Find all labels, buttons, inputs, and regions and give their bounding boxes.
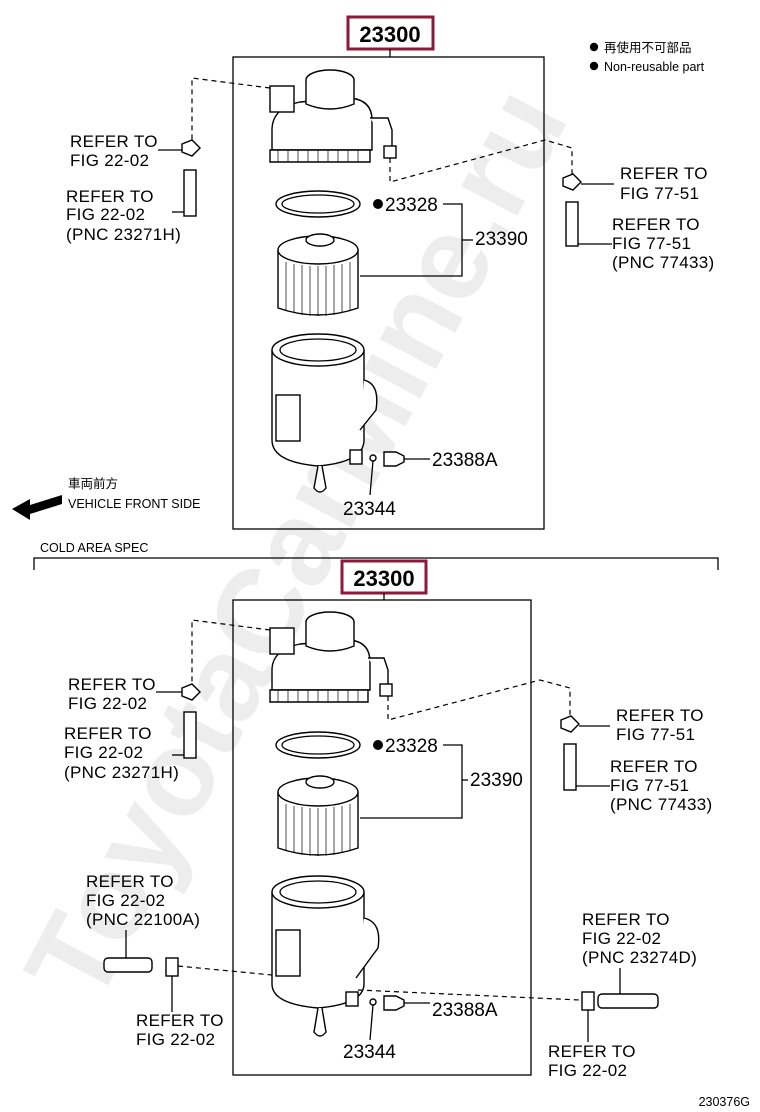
- ref-left-1-line1: REFER TO: [70, 132, 158, 151]
- ref-right-1-line2: FIG 77-51: [616, 725, 695, 744]
- part-23344: 23344: [343, 499, 396, 520]
- non-reusable-bullet-icon: [373, 199, 383, 209]
- gasket-23344: [369, 998, 377, 1006]
- ref-right-1-line1: REFER TO: [616, 706, 704, 725]
- assembly-frame: [232, 56, 545, 530]
- filter-bowl: [271, 333, 378, 493]
- part-23328: 23328: [385, 195, 438, 216]
- ref-left-3-line1: REFER TO: [86, 872, 174, 891]
- ref-right-2-line2: FIG 77-51: [610, 776, 689, 795]
- vehicle-front-en: VEHICLE FRONT SIDE: [68, 497, 200, 511]
- ref-right-2-line1: REFER TO: [612, 215, 700, 234]
- assembly-number: 23300: [359, 22, 420, 47]
- filter-bowl: [271, 875, 380, 1037]
- filter-element-23390: [277, 775, 359, 856]
- ref-left-2-line1: REFER TO: [66, 187, 154, 206]
- top-diagram: 23300: [66, 15, 715, 530]
- part-23344: 23344: [343, 1042, 396, 1063]
- non-reusable-bullet-icon: [373, 740, 383, 750]
- o-ring-23328: [275, 731, 361, 759]
- legend-en: Non-reusable part: [604, 60, 705, 74]
- part-23388a: 23388A: [432, 450, 498, 471]
- hose-left: [183, 169, 197, 217]
- image-code: 230376G: [699, 1095, 750, 1109]
- gasket-23344: [369, 454, 377, 462]
- hose-clamp-right: [562, 173, 582, 191]
- ref-left-1-line2: FIG 22-02: [70, 151, 149, 170]
- ref-left-2-line3: (PNC 23271H): [64, 763, 179, 782]
- part-23388a: 23388A: [432, 1000, 498, 1021]
- heater-hose-left: [103, 957, 153, 973]
- ref-right-3-line2: FIG 22-02: [582, 929, 661, 948]
- non-reusable-bullet-icon: [589, 42, 599, 52]
- vehicle-front-indicator: 車両前方 VEHICLE FRONT SIDE: [12, 476, 200, 520]
- ref-left-2-line1: REFER TO: [64, 724, 152, 743]
- assembly-number-box: [340, 559, 428, 595]
- ref-right-2-line3: (PNC 77433): [610, 795, 713, 814]
- part-23390: 23390: [470, 770, 523, 791]
- ref-left-2-line3: (PNC 23271H): [66, 225, 181, 244]
- ref-left-4-line1: REFER TO: [136, 1011, 224, 1030]
- ref-right-1-line1: REFER TO: [620, 164, 708, 183]
- o-ring-23328: [275, 190, 361, 218]
- ref-left-2-line2: FIG 22-02: [66, 205, 145, 224]
- ref-right-1-line2: FIG 77-51: [620, 184, 699, 203]
- hose-right: [565, 201, 579, 247]
- hose-clamp-left: [181, 139, 201, 157]
- part-23328: 23328: [385, 736, 438, 757]
- ref-right-2-line2: FIG 77-51: [612, 234, 691, 253]
- front-arrow-icon: [12, 495, 62, 520]
- ref-right-2-line1: REFER TO: [610, 757, 698, 776]
- ref-right-4-line2: FIG 22-02: [548, 1061, 627, 1080]
- ref-left-1-line2: FIG 22-02: [68, 694, 147, 713]
- ref-left-2-line2: FIG 22-02: [64, 743, 143, 762]
- ref-left-1-line1: REFER TO: [68, 675, 156, 694]
- ref-left-3-line2: FIG 22-02: [86, 891, 165, 910]
- clamp-lower-right: [581, 991, 595, 1011]
- assembly-number: 23300: [353, 566, 414, 591]
- filter-element-23390: [277, 233, 359, 316]
- vehicle-front-jp: 車両前方: [68, 476, 118, 491]
- bottom-diagram: 23300: [64, 559, 713, 1080]
- ref-right-3-line1: REFER TO: [582, 910, 670, 929]
- filter-head: [269, 611, 393, 703]
- ref-left-3-line3: (PNC 22100A): [86, 910, 200, 929]
- assembly-number-box: [346, 15, 435, 51]
- section-divider: [33, 557, 719, 570]
- clamp-lower-left: [165, 957, 179, 977]
- assembly-frame: [232, 599, 532, 1076]
- legend-jp: 再使用不可部品: [604, 40, 692, 55]
- part-23390: 23390: [475, 229, 528, 250]
- heater-hose-right: [597, 993, 659, 1009]
- drain-plug-23388a: [383, 451, 405, 467]
- ref-right-2-line3: (PNC 77433): [612, 253, 715, 272]
- drain-plug-23388a: [383, 995, 405, 1011]
- legend: 再使用不可部品 Non-reusable part: [589, 40, 705, 74]
- section-label: COLD AREA SPEC: [40, 541, 148, 555]
- ref-left-4-line2: FIG 22-02: [136, 1030, 215, 1049]
- non-reusable-bullet-icon: [589, 61, 599, 71]
- ref-right-4-line1: REFER TO: [548, 1042, 636, 1061]
- ref-right-3-line3: (PNC 23274D): [582, 948, 697, 967]
- filter-head: [269, 69, 397, 163]
